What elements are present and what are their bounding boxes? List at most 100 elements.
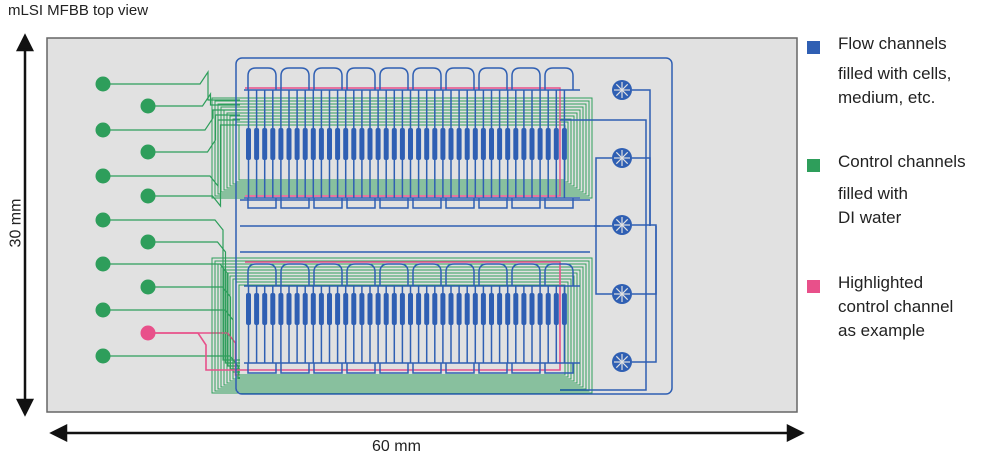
flow-chamber <box>497 128 503 160</box>
flow-chamber <box>286 293 292 325</box>
flow-chamber <box>497 293 503 325</box>
flow-chamber <box>432 128 438 160</box>
flow-port <box>612 352 632 372</box>
flow-chamber <box>359 293 365 325</box>
control-port <box>95 168 111 184</box>
flow-chamber <box>529 293 535 325</box>
flow-chamber <box>335 293 341 325</box>
control-line <box>103 70 240 101</box>
flow-chamber <box>416 128 422 160</box>
flow-loop <box>247 198 277 209</box>
flow-chamber <box>351 128 357 160</box>
control-loop <box>229 275 575 382</box>
control-line <box>103 355 240 379</box>
width-dimension-label: 60 mm <box>372 438 421 455</box>
flow-chamber <box>529 128 535 160</box>
height-arrow <box>15 33 35 417</box>
control-port <box>140 98 156 114</box>
control-port <box>140 234 156 250</box>
flow-port-spoke <box>615 355 623 363</box>
flow-port-spoke <box>621 89 629 97</box>
flow-loop <box>346 263 376 286</box>
flow-loop <box>511 67 541 90</box>
flow-chamber <box>480 128 486 160</box>
flow-chamber <box>553 128 559 160</box>
control-loop <box>226 272 578 384</box>
flow-port-line <box>632 157 651 226</box>
flow-chamber <box>464 128 470 160</box>
flow-chamber <box>424 128 430 160</box>
flow-loop <box>379 67 409 90</box>
flow-outline <box>235 57 673 395</box>
flow-loop <box>247 263 277 286</box>
flow-chamber <box>327 128 332 160</box>
flow-port <box>612 284 632 304</box>
legend-description: medium, etc. <box>838 88 936 107</box>
flow-loop <box>346 198 376 209</box>
legend-label: Control channels <box>838 152 966 171</box>
flow-port-spoke <box>615 287 623 295</box>
flow-chamber <box>375 128 381 160</box>
control-port <box>95 76 111 92</box>
flow-chamber <box>351 293 357 325</box>
flow-loop <box>445 363 475 374</box>
flow-chamber <box>416 293 422 325</box>
flow-chamber <box>278 293 284 325</box>
flow-chamber <box>375 293 381 325</box>
flow-port-spoke <box>615 157 623 165</box>
flow-chamber <box>489 293 494 325</box>
control-port <box>95 348 111 364</box>
flow-loop <box>346 67 376 90</box>
flow-port-line <box>632 224 657 226</box>
flow-port-spoke <box>621 151 629 159</box>
flow-chamber <box>318 128 324 160</box>
flow-chamber <box>537 128 543 160</box>
flow-loop <box>511 263 541 286</box>
flow-loop <box>544 198 574 209</box>
control-loop <box>211 257 593 394</box>
flow-chamber <box>399 293 405 325</box>
flow-loop <box>511 363 541 374</box>
flow-chamber <box>537 293 543 325</box>
control-line <box>103 109 240 131</box>
flow-chamber <box>391 293 397 325</box>
flow-chamber <box>448 128 454 160</box>
flow-loop <box>280 363 310 374</box>
flow-loop <box>280 263 310 286</box>
flow-port-spoke <box>621 83 629 91</box>
width-arrow <box>49 423 805 443</box>
flow-chamber <box>262 293 268 325</box>
flow-port-spoke <box>621 224 629 232</box>
flow-port-line <box>560 119 647 391</box>
flow-chamber <box>521 293 527 325</box>
flow-loop <box>478 263 508 286</box>
flow-port-line <box>632 226 657 363</box>
flow-chamber <box>456 293 462 325</box>
flow-port-spoke <box>615 361 623 369</box>
legend-swatch <box>807 41 820 54</box>
control-port <box>140 279 156 295</box>
flow-chamber <box>343 293 349 325</box>
control-line <box>103 263 240 367</box>
flow-loop <box>445 67 475 90</box>
flow-chamber <box>489 128 494 160</box>
flow-chamber <box>254 128 260 160</box>
flow-loop <box>412 67 442 90</box>
flow-chamber <box>335 128 341 160</box>
flow-port-spoke <box>621 218 629 226</box>
flow-loop <box>478 67 508 90</box>
legend-description: DI water <box>838 208 902 227</box>
flow-chamber <box>399 128 405 160</box>
flow-chamber <box>383 128 389 160</box>
flow-port-spoke <box>621 157 629 165</box>
control-port <box>95 122 111 138</box>
flow-chamber <box>480 293 486 325</box>
flow-port-line <box>595 157 612 295</box>
flow-chamber <box>432 293 438 325</box>
flow-loop <box>379 363 409 374</box>
flow-port-spoke <box>621 361 629 369</box>
flow-chamber <box>246 128 251 160</box>
flow-loop <box>346 363 376 374</box>
flow-chamber <box>464 293 470 325</box>
flow-chamber <box>246 293 251 325</box>
